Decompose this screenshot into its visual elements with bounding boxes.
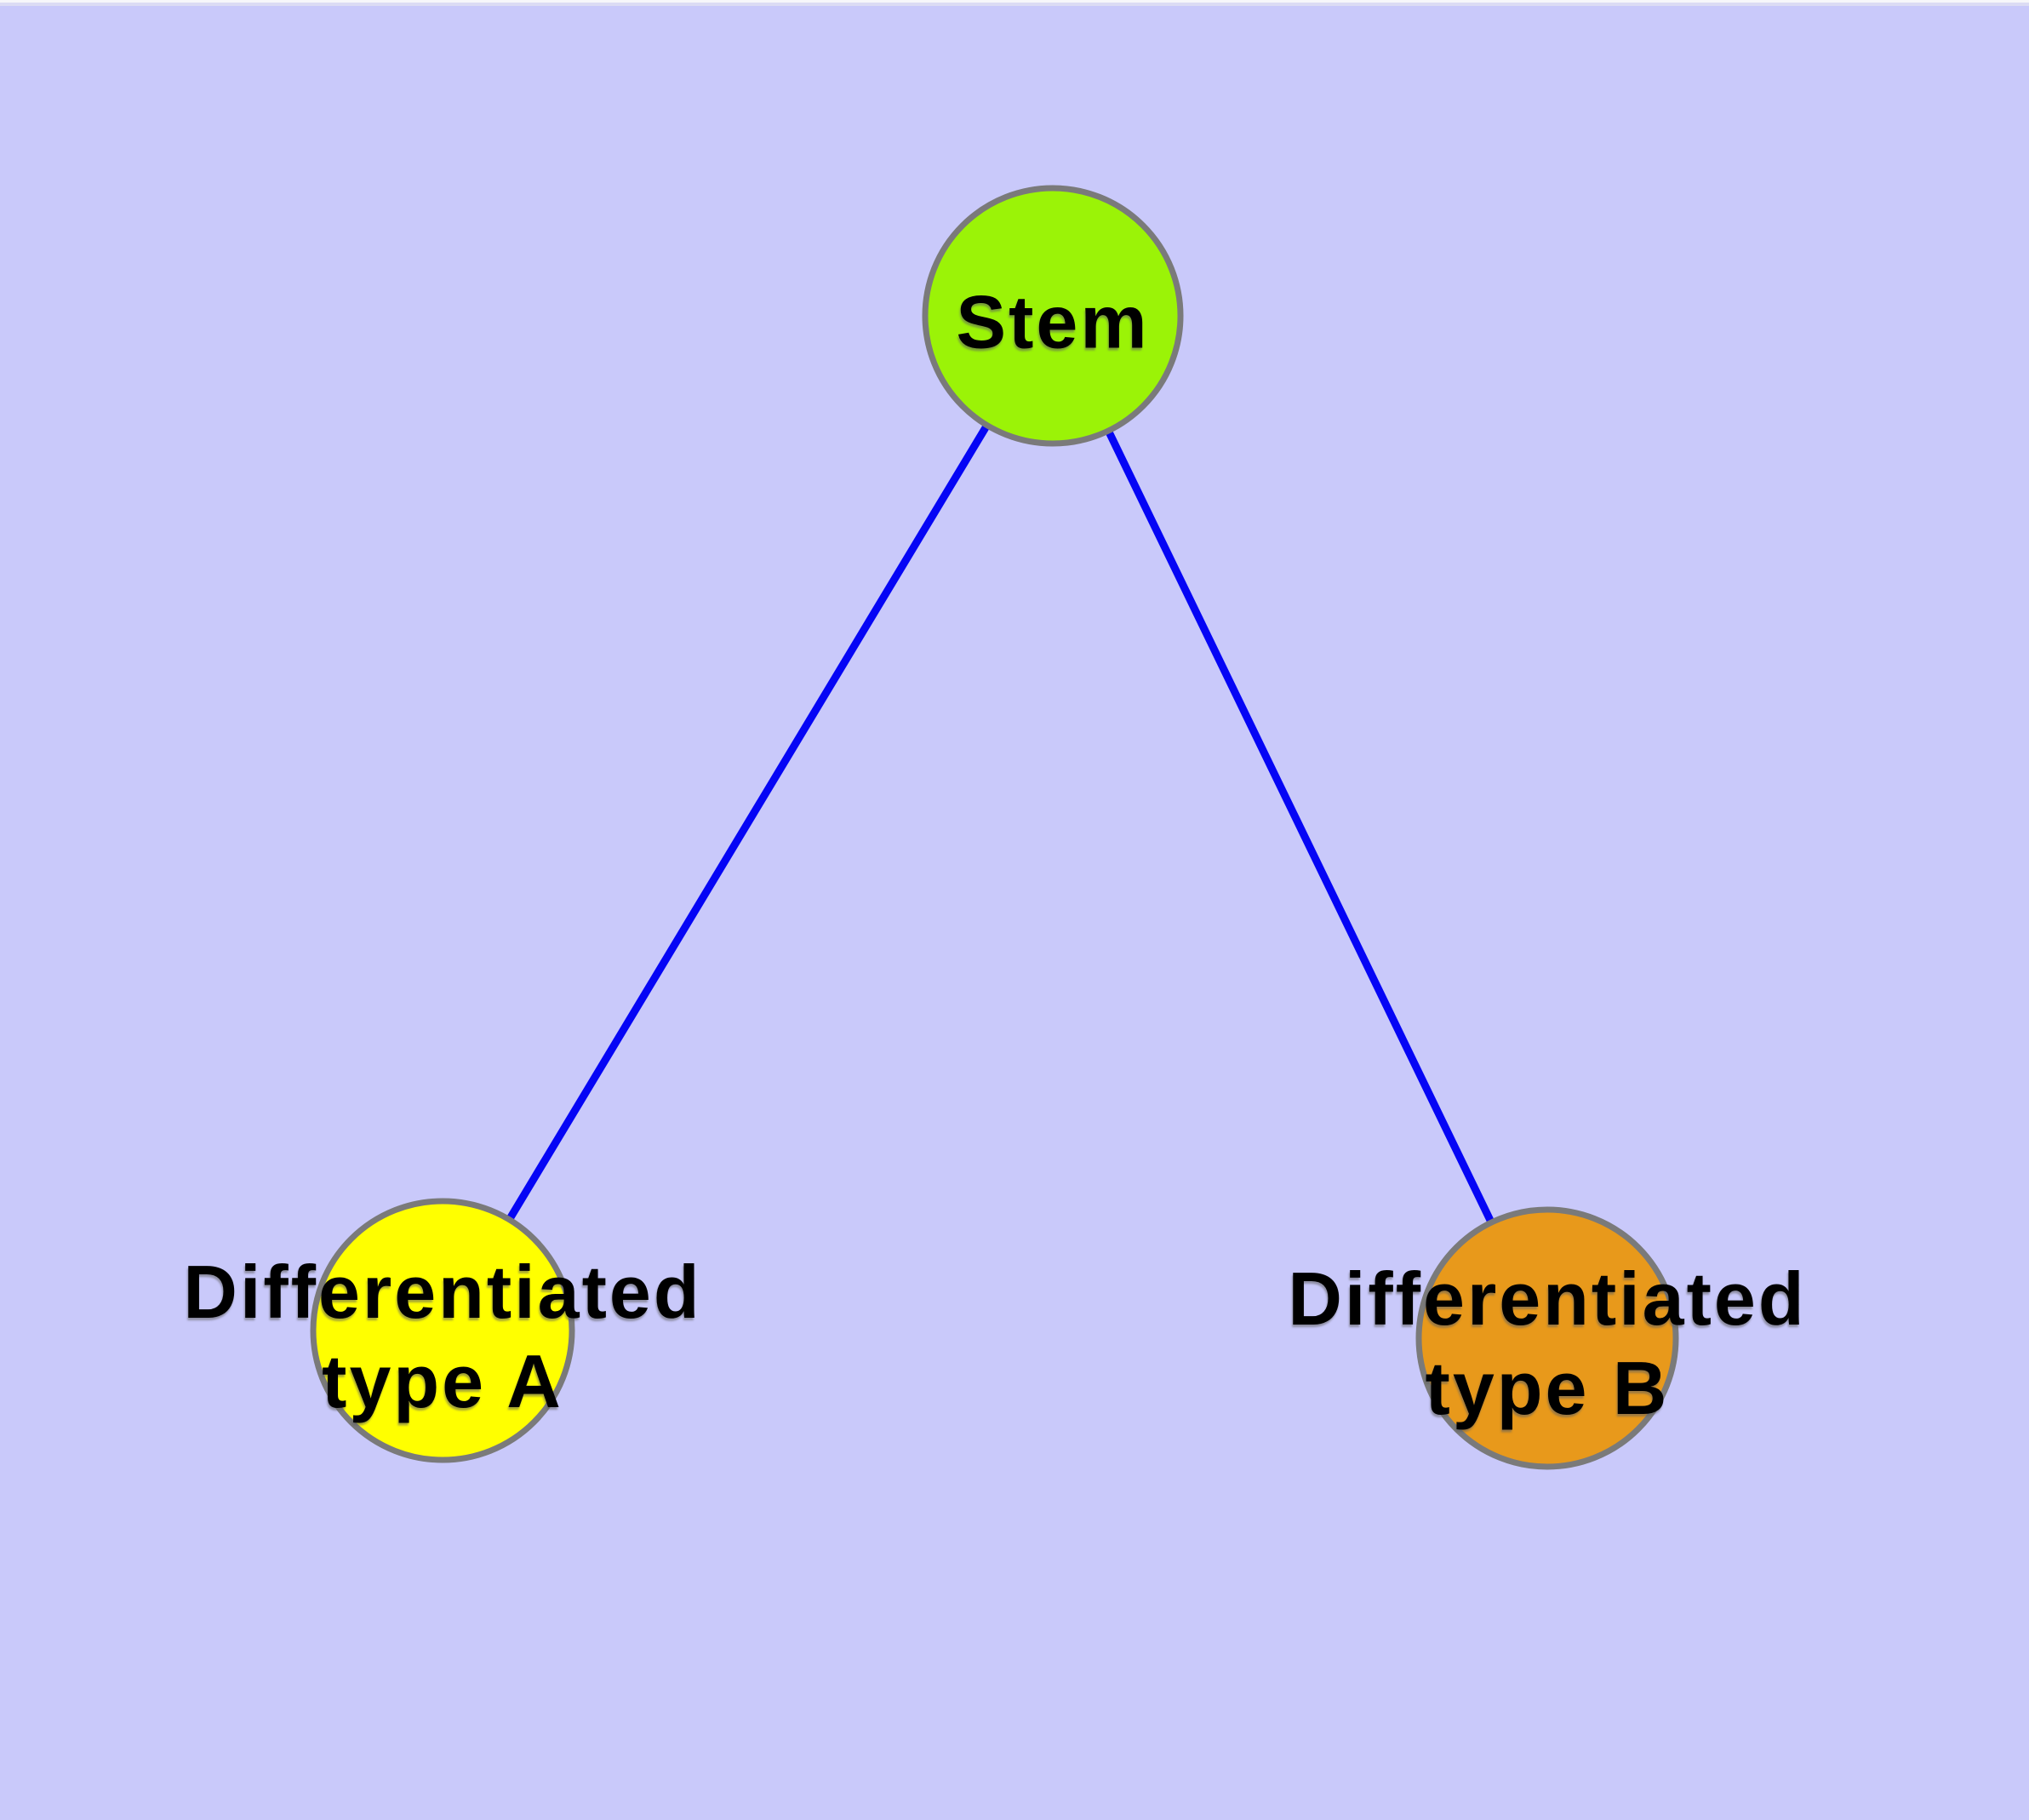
node-label-type-a: Differentiated type A	[183, 1247, 701, 1426]
top-edge-strip	[0, 0, 2029, 3]
node-type-a-circle	[310, 1198, 575, 1463]
edge-stem-to-type-a	[439, 313, 1056, 1333]
edge-stem-to-type-b	[1049, 314, 1552, 1340]
node-label-type-a-line2: type A	[322, 1339, 563, 1423]
top-edge-strip-shade	[0, 3, 2029, 6]
node-label-stem: Stem	[956, 278, 1149, 367]
node-label-type-b: Differentiated type B	[1288, 1254, 1806, 1433]
node-stem-circle	[922, 185, 1184, 447]
node-label-type-b-line2: type B	[1425, 1346, 1670, 1430]
node-label-stem-text: Stem	[956, 279, 1150, 364]
node-label-type-a-line1: Differentiated	[183, 1250, 702, 1334]
node-label-type-b-line1: Differentiated	[1288, 1256, 1807, 1341]
node-type-b-circle	[1415, 1206, 1679, 1470]
